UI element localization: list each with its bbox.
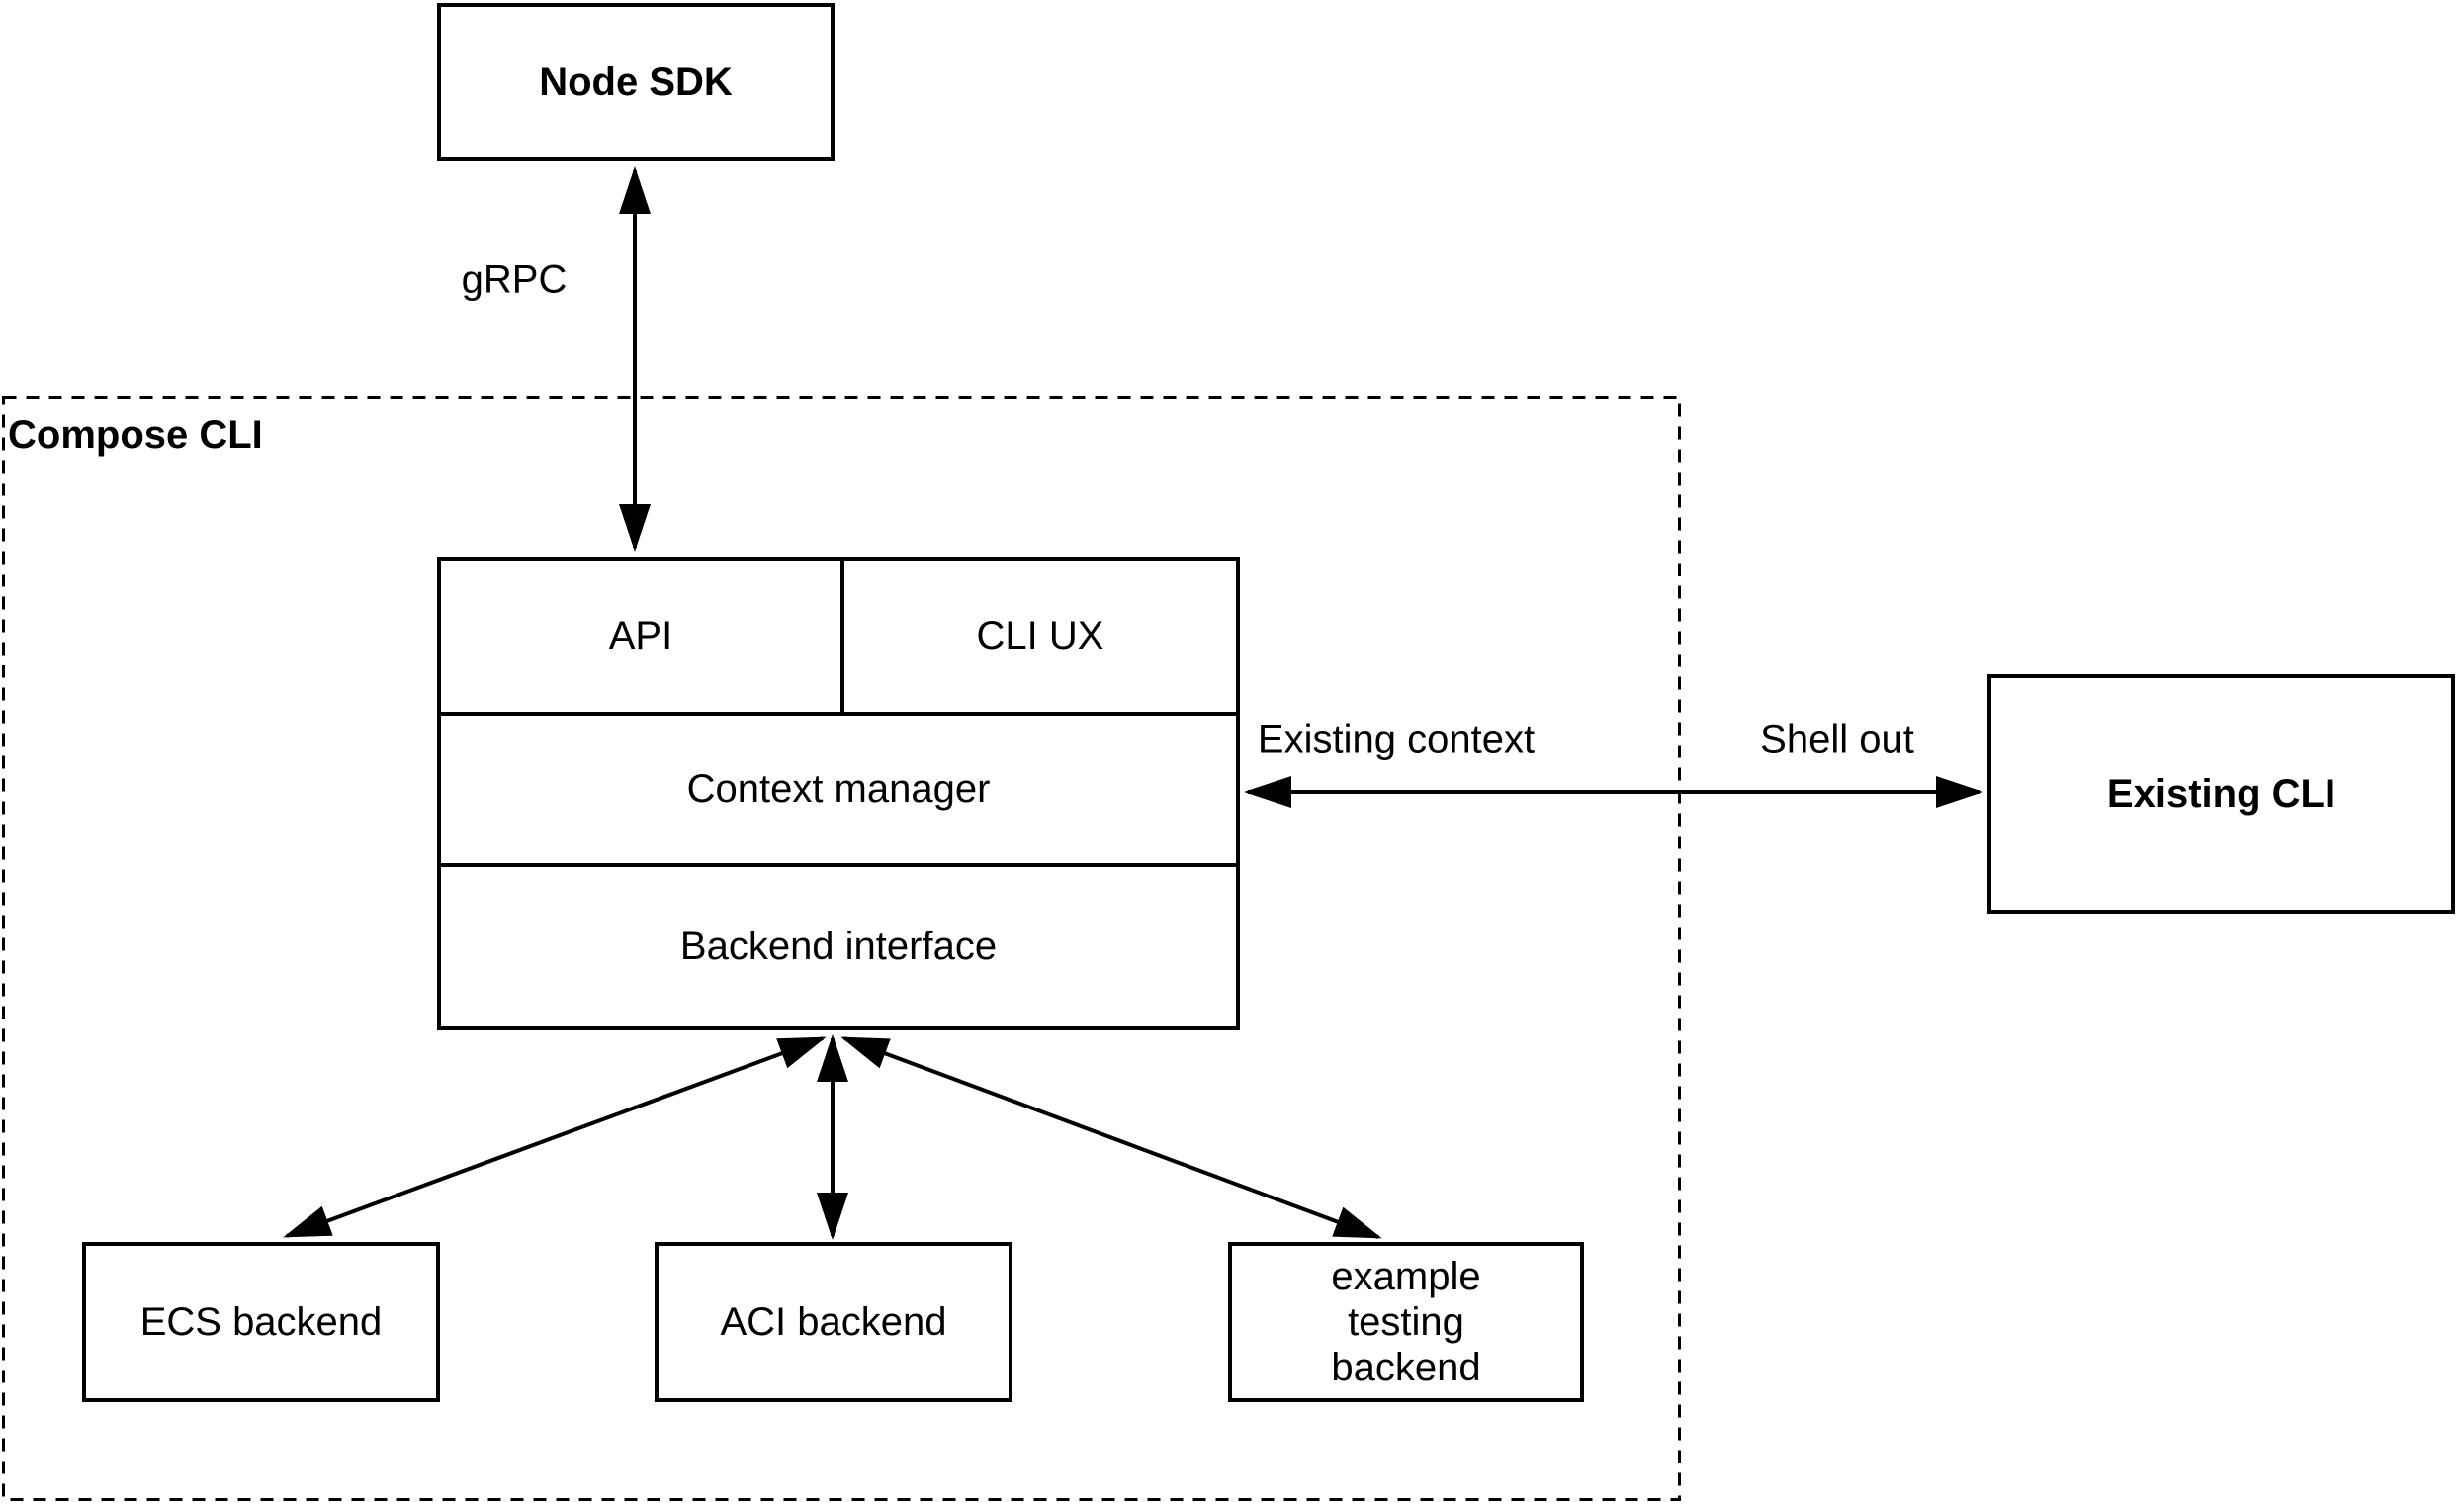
context-manager-box: Context manager <box>441 716 1236 867</box>
stack-top-row: API CLI UX <box>441 561 1236 716</box>
existing-cli-box: Existing CLI <box>1987 674 2455 914</box>
context-manager-label: Context manager <box>686 767 991 811</box>
example-testing-backend-box: example testing backend <box>1228 1242 1584 1402</box>
example-testing-backend-label: example testing backend <box>1331 1255 1481 1389</box>
backend-to-example-arrow <box>840 1036 1382 1239</box>
api-box: API <box>441 561 844 712</box>
node-sdk-box: Node SDK <box>437 3 835 161</box>
ecs-backend-label: ECS backend <box>139 1300 383 1344</box>
existing-context-edge-label: Existing context <box>1257 717 1536 761</box>
compose-cli-stack-box: API CLI UX Context manager Backend inter… <box>437 557 1240 1030</box>
aci-backend-box: ACI backend <box>655 1242 1012 1402</box>
backend-interface-label: Backend interface <box>679 925 998 968</box>
ecs-backend-box: ECS backend <box>82 1242 440 1402</box>
shell-out-edge-label: Shell out <box>1760 717 1914 761</box>
backend-interface-box: Backend interface <box>441 867 1236 1026</box>
compose-cli-container-label: Compose CLI <box>8 413 263 457</box>
aci-backend-label: ACI backend <box>720 1300 947 1344</box>
node-sdk-label: Node SDK <box>539 60 733 104</box>
cli-ux-label: CLI UX <box>976 614 1104 658</box>
existing-cli-label: Existing CLI <box>2106 772 2336 816</box>
api-label: API <box>608 614 673 658</box>
cli-ux-box: CLI UX <box>844 561 1236 712</box>
grpc-edge-label: gRPC <box>461 257 568 302</box>
backend-to-ecs-arrow <box>283 1036 827 1238</box>
